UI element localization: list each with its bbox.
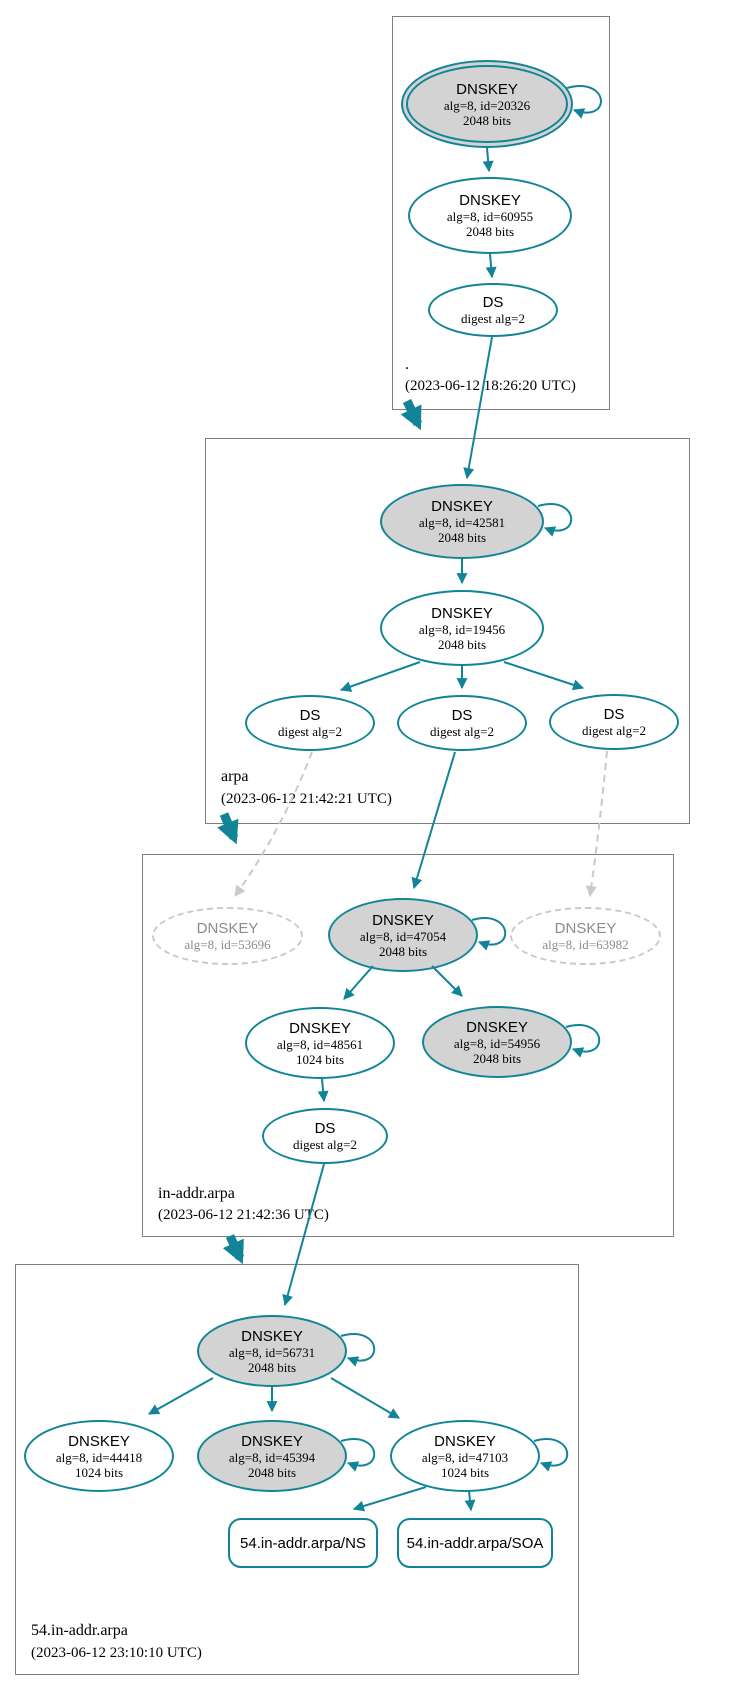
zone-name-54-in-addr-arpa: 54.in-addr.arpa xyxy=(31,1622,128,1639)
dnskey-20326-node: DNSKEY alg=8, id=20326 2048 bits xyxy=(401,60,573,148)
delegation-arrow-in-addr-arpa-to-54 xyxy=(222,1234,245,1265)
zone-timestamp-arpa: (2023-06-12 21:42:21 UTC) xyxy=(221,791,392,807)
dnskey-45394-node: DNSKEY alg=8, id=45394 2048 bits xyxy=(197,1420,347,1492)
rrset-soa-node: 54.in-addr.arpa/SOA xyxy=(397,1518,553,1568)
ds-arpa-node-1: DS digest alg=2 xyxy=(245,695,375,751)
dnskey-63982-node-missing: DNSKEY alg=8, id=63982 xyxy=(510,907,661,965)
zone-name-arpa: arpa xyxy=(221,768,249,785)
zone-box-in-addr-arpa xyxy=(142,854,674,1237)
zone-timestamp-54-in-addr-arpa: (2023-06-12 23:10:10 UTC) xyxy=(31,1645,202,1661)
zone-timestamp-root: (2023-06-12 18:26:20 UTC) xyxy=(405,378,576,394)
dnskey-42581-node: DNSKEY alg=8, id=42581 2048 bits xyxy=(380,484,544,559)
zone-box-root xyxy=(392,16,610,410)
zone-name-root: . xyxy=(405,356,409,373)
dnskey-19456-node: DNSKEY alg=8, id=19456 2048 bits xyxy=(380,590,544,666)
dnskey-47054-node: DNSKEY alg=8, id=47054 2048 bits xyxy=(328,898,478,972)
ds-root-node: DS digest alg=2 xyxy=(428,283,558,337)
ds-arpa-node-3: DS digest alg=2 xyxy=(549,694,679,750)
dnskey-60955-node: DNSKEY alg=8, id=60955 2048 bits xyxy=(408,177,572,254)
dnskey-44418-node: DNSKEY alg=8, id=44418 1024 bits xyxy=(24,1420,174,1492)
zone-name-in-addr-arpa: in-addr.arpa xyxy=(158,1185,235,1202)
ds-arpa-node-2: DS digest alg=2 xyxy=(397,695,527,751)
rrset-ns-node: 54.in-addr.arpa/NS xyxy=(228,1518,378,1568)
ds-in-addr-arpa-node: DS digest alg=2 xyxy=(262,1108,388,1164)
dnskey-48561-node: DNSKEY alg=8, id=48561 1024 bits xyxy=(245,1007,395,1079)
dnskey-53696-node-missing: DNSKEY alg=8, id=53696 xyxy=(152,907,303,965)
zone-timestamp-in-addr-arpa: (2023-06-12 21:42:36 UTC) xyxy=(158,1207,329,1223)
dnskey-54956-node: DNSKEY alg=8, id=54956 2048 bits xyxy=(422,1006,572,1078)
dnskey-47103-node: DNSKEY alg=8, id=47103 1024 bits xyxy=(390,1420,540,1492)
dnskey-56731-node: DNSKEY alg=8, id=56731 2048 bits xyxy=(197,1315,347,1387)
